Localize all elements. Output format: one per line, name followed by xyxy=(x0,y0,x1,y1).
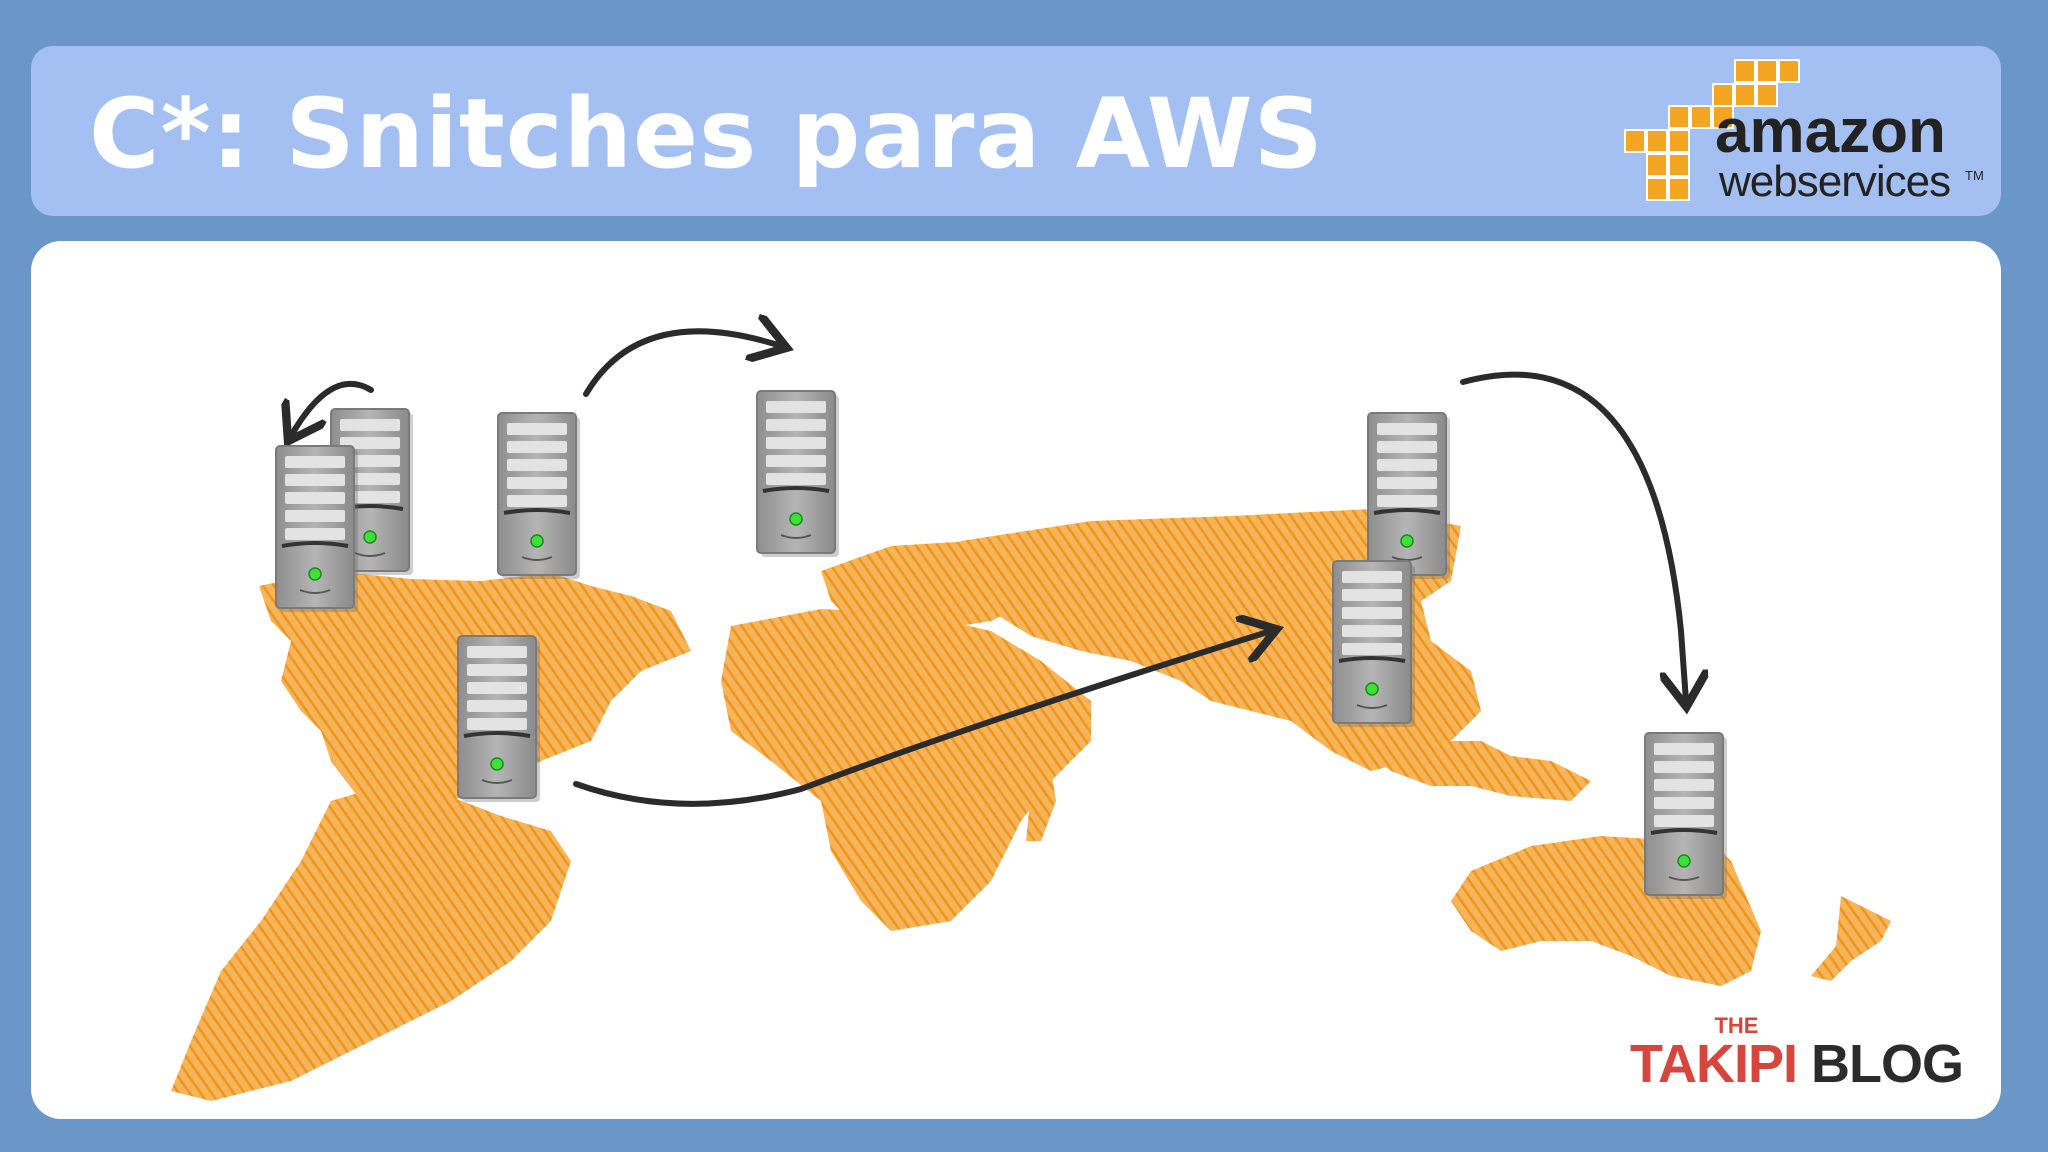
aws-logo: amazon webservices TM xyxy=(1624,59,1984,206)
server-tower-icon xyxy=(496,411,582,581)
server-tower-icon xyxy=(274,444,360,614)
curved-arrow-icon xyxy=(1460,371,1686,701)
server-tower-icon xyxy=(1331,559,1417,729)
title-bar: C*: Snitches para AWS amazon webservices… xyxy=(31,46,2001,216)
island-madagascar xyxy=(1026,769,1056,841)
curved-arrow-icon xyxy=(583,331,781,397)
continent-south-america xyxy=(171,786,571,1101)
curved-arrow-icon xyxy=(291,380,374,436)
server-tower-icon xyxy=(755,389,841,559)
takipi-blog-logo: THE TAKIPI BLOG xyxy=(1629,1015,1964,1094)
aws-logo-line2: webservices xyxy=(1718,157,1950,206)
blog-logo-blog: BLOG xyxy=(1811,1034,1964,1094)
server-tower-icon xyxy=(1366,411,1452,581)
island-new-zealand xyxy=(1811,896,1891,981)
server-tower-icon xyxy=(456,634,542,804)
world-map xyxy=(171,509,1891,1101)
curved-arrow-icon xyxy=(573,631,1271,807)
diagram-canvas xyxy=(171,241,1891,1101)
aws-cubes-icon xyxy=(1624,59,1800,201)
blog-logo-takipi: TAKIPI xyxy=(1629,1034,1798,1094)
continent-africa xyxy=(721,609,1091,931)
blog-logo-the: THE xyxy=(1714,1013,1759,1038)
aws-logo-line1: amazon xyxy=(1715,97,1946,166)
arrows xyxy=(291,331,1686,807)
server-tower-icon xyxy=(1643,731,1729,901)
diagram-panel: THE TAKIPI BLOG xyxy=(31,241,2001,1119)
slide-title: C*: Snitches para AWS xyxy=(89,78,1324,190)
islands-southeast-asia xyxy=(1361,711,1591,801)
aws-logo-tm: TM xyxy=(1965,168,1984,183)
